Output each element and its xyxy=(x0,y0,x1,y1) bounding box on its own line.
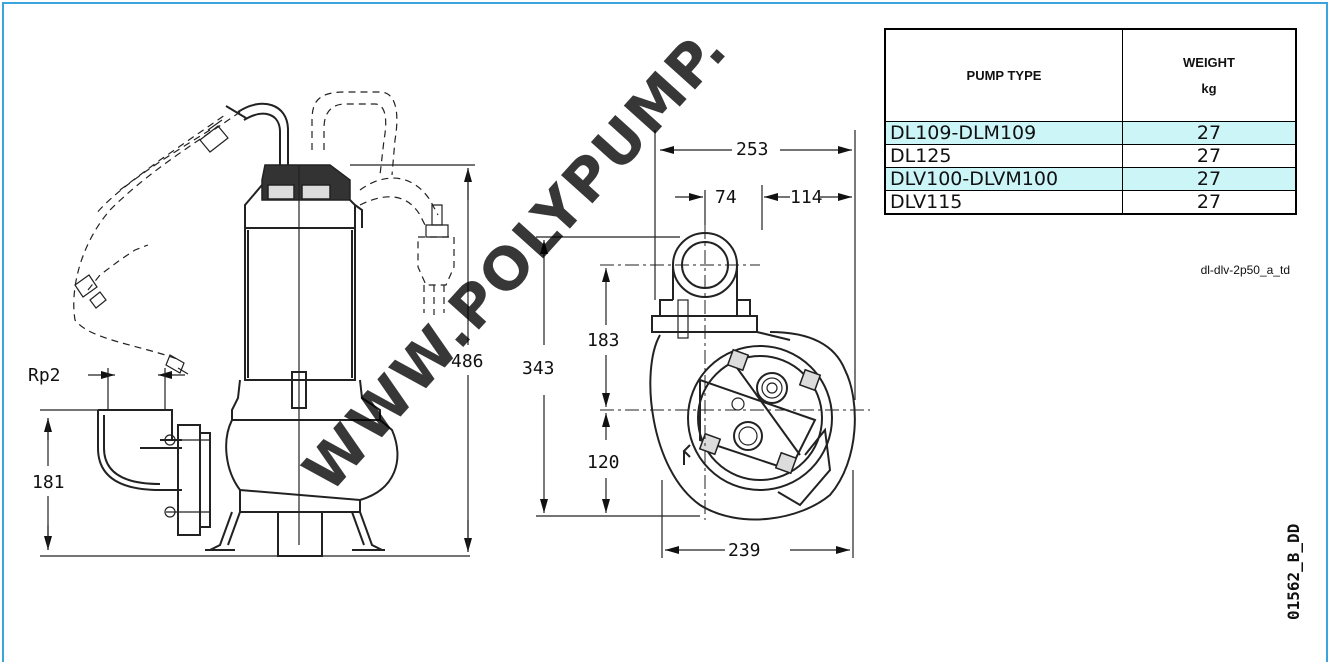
pump-type-cell: DLV115 xyxy=(884,190,1123,215)
header-weight-label: WEIGHT xyxy=(1183,54,1235,70)
dim-114: 114 xyxy=(790,187,823,208)
pump-type-cell: DLV100-DLVM100 xyxy=(884,167,1123,191)
table-row: DLV100-DLVM100 27 xyxy=(884,167,1297,191)
table-row: DL109-DLM109 27 xyxy=(884,121,1297,145)
dim-253: 253 xyxy=(736,139,769,160)
header-weight: WEIGHT kg xyxy=(1122,28,1297,122)
header-pump-type: PUMP TYPE xyxy=(884,28,1123,122)
weight-cell: 27 xyxy=(1122,144,1297,168)
dim-181: 181 xyxy=(32,472,65,493)
document-code: dl-dlv-2p50_a_td xyxy=(1200,263,1290,277)
dim-183: 183 xyxy=(587,330,620,351)
plug-right xyxy=(417,204,455,315)
dim-239: 239 xyxy=(728,540,761,561)
weight-cell: 27 xyxy=(1122,121,1297,145)
side-view-pump xyxy=(73,91,455,557)
pump-type-cell: DL125 xyxy=(884,144,1123,168)
pump-type-cell: DL109-DLM109 xyxy=(884,121,1123,145)
dim-rp2: Rp2 xyxy=(28,365,61,386)
table-header-row: PUMP TYPE WEIGHT kg xyxy=(884,28,1297,122)
weight-cell: 27 xyxy=(1122,190,1297,215)
table-row: DLV115 27 xyxy=(884,190,1297,215)
front-view-pump xyxy=(600,225,870,521)
technical-drawing: Rp2 181 486 343 183 120 253 74 114 239 W… xyxy=(28,14,870,561)
dim-120: 120 xyxy=(587,452,620,473)
weight-table: PUMP TYPE WEIGHT kg DL109-DLM109 27 DL12… xyxy=(884,28,1297,215)
table-row: DL125 27 xyxy=(884,144,1297,168)
side-view-dimensions xyxy=(40,164,475,557)
dim-74: 74 xyxy=(715,187,737,208)
dim-486: 486 xyxy=(451,351,484,372)
dim-343: 343 xyxy=(522,358,555,379)
header-weight-unit: kg xyxy=(1201,80,1217,96)
float-switch-dashed xyxy=(73,105,247,375)
front-view-dimensions xyxy=(536,130,856,558)
drawing-id: 01562_B_DD xyxy=(1284,523,1303,620)
weight-cell: 27 xyxy=(1122,167,1297,191)
